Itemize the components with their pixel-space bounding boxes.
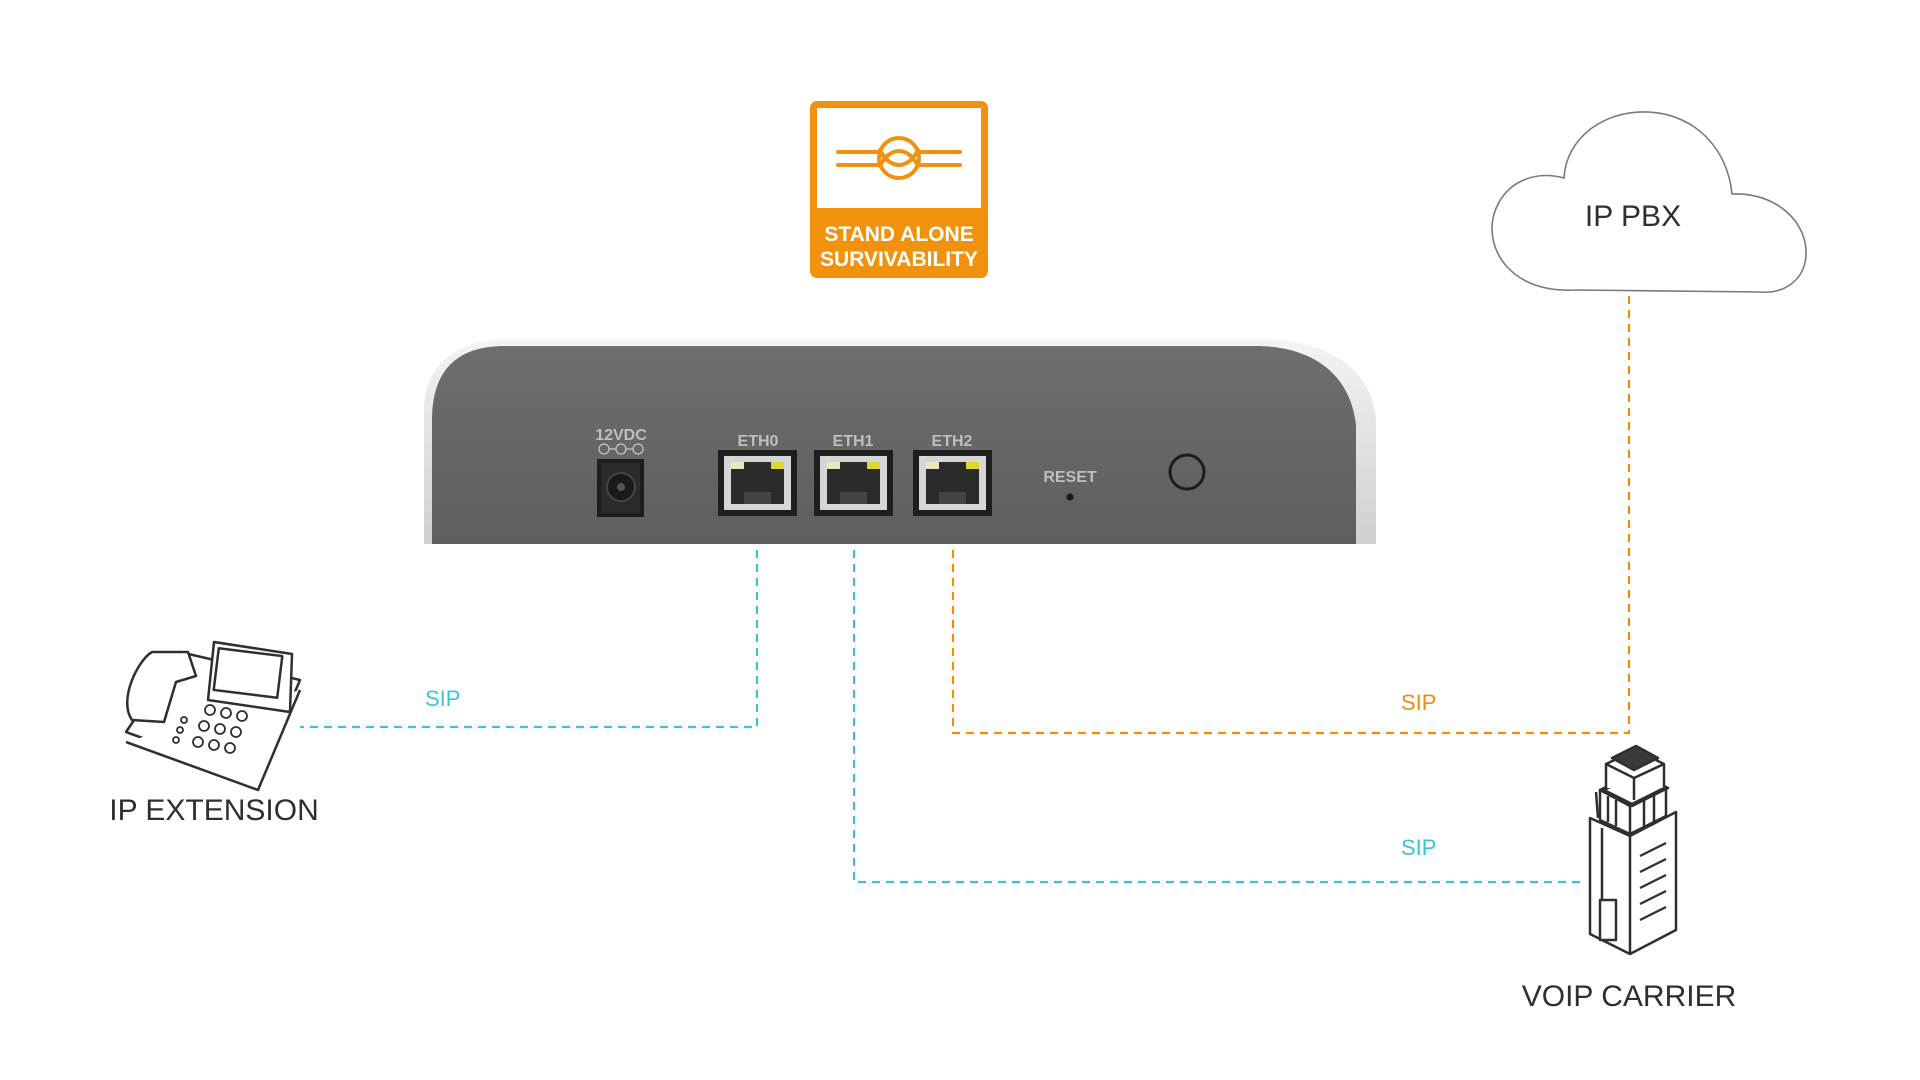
polarity-icon: [598, 443, 644, 455]
cloud-label: IP PBX: [1585, 200, 1681, 233]
port-label-eth0: ETH0: [738, 433, 779, 450]
phone-icon: [124, 640, 302, 792]
reset-label: RESET: [1043, 469, 1097, 486]
link-eth1-carrier: [852, 522, 1580, 884]
keypad: [172, 704, 248, 754]
power-label: 12VDC: [595, 427, 647, 444]
carrier-label: VOIP CARRIER: [1522, 980, 1737, 1013]
port-label-eth2: ETH2: [932, 433, 973, 450]
port-eth1: ETH1: [814, 433, 893, 516]
gateway-device: 12VDC ETH0 ETH1: [424, 339, 1376, 544]
sip-label-carrier: SIP: [1401, 835, 1436, 860]
link-eth0-extension: [300, 522, 759, 729]
power-button-icon: [1168, 453, 1206, 491]
link-eth2-pbx: [951, 296, 1631, 735]
sip-label-pbx: SIP: [1401, 690, 1436, 715]
building-icon: [1588, 744, 1678, 956]
sip-label-extension: SIP: [425, 686, 460, 711]
power-jack: 12VDC: [595, 427, 647, 517]
knot-icon: [836, 136, 962, 180]
port-eth2: ETH2: [913, 433, 992, 516]
badge-line-1: STAND ALONE: [824, 223, 973, 246]
phone-label: IP EXTENSION: [109, 794, 319, 827]
badge-line-2: SURVIVABILITY: [820, 248, 978, 271]
port-eth0: ETH0: [718, 433, 797, 516]
reset-hole: RESET: [1043, 469, 1097, 501]
port-label-eth1: ETH1: [833, 433, 874, 450]
survivability-badge: STAND ALONE SURVIVABILITY: [810, 101, 988, 278]
cloud-icon: IP PBX: [1491, 111, 1807, 293]
